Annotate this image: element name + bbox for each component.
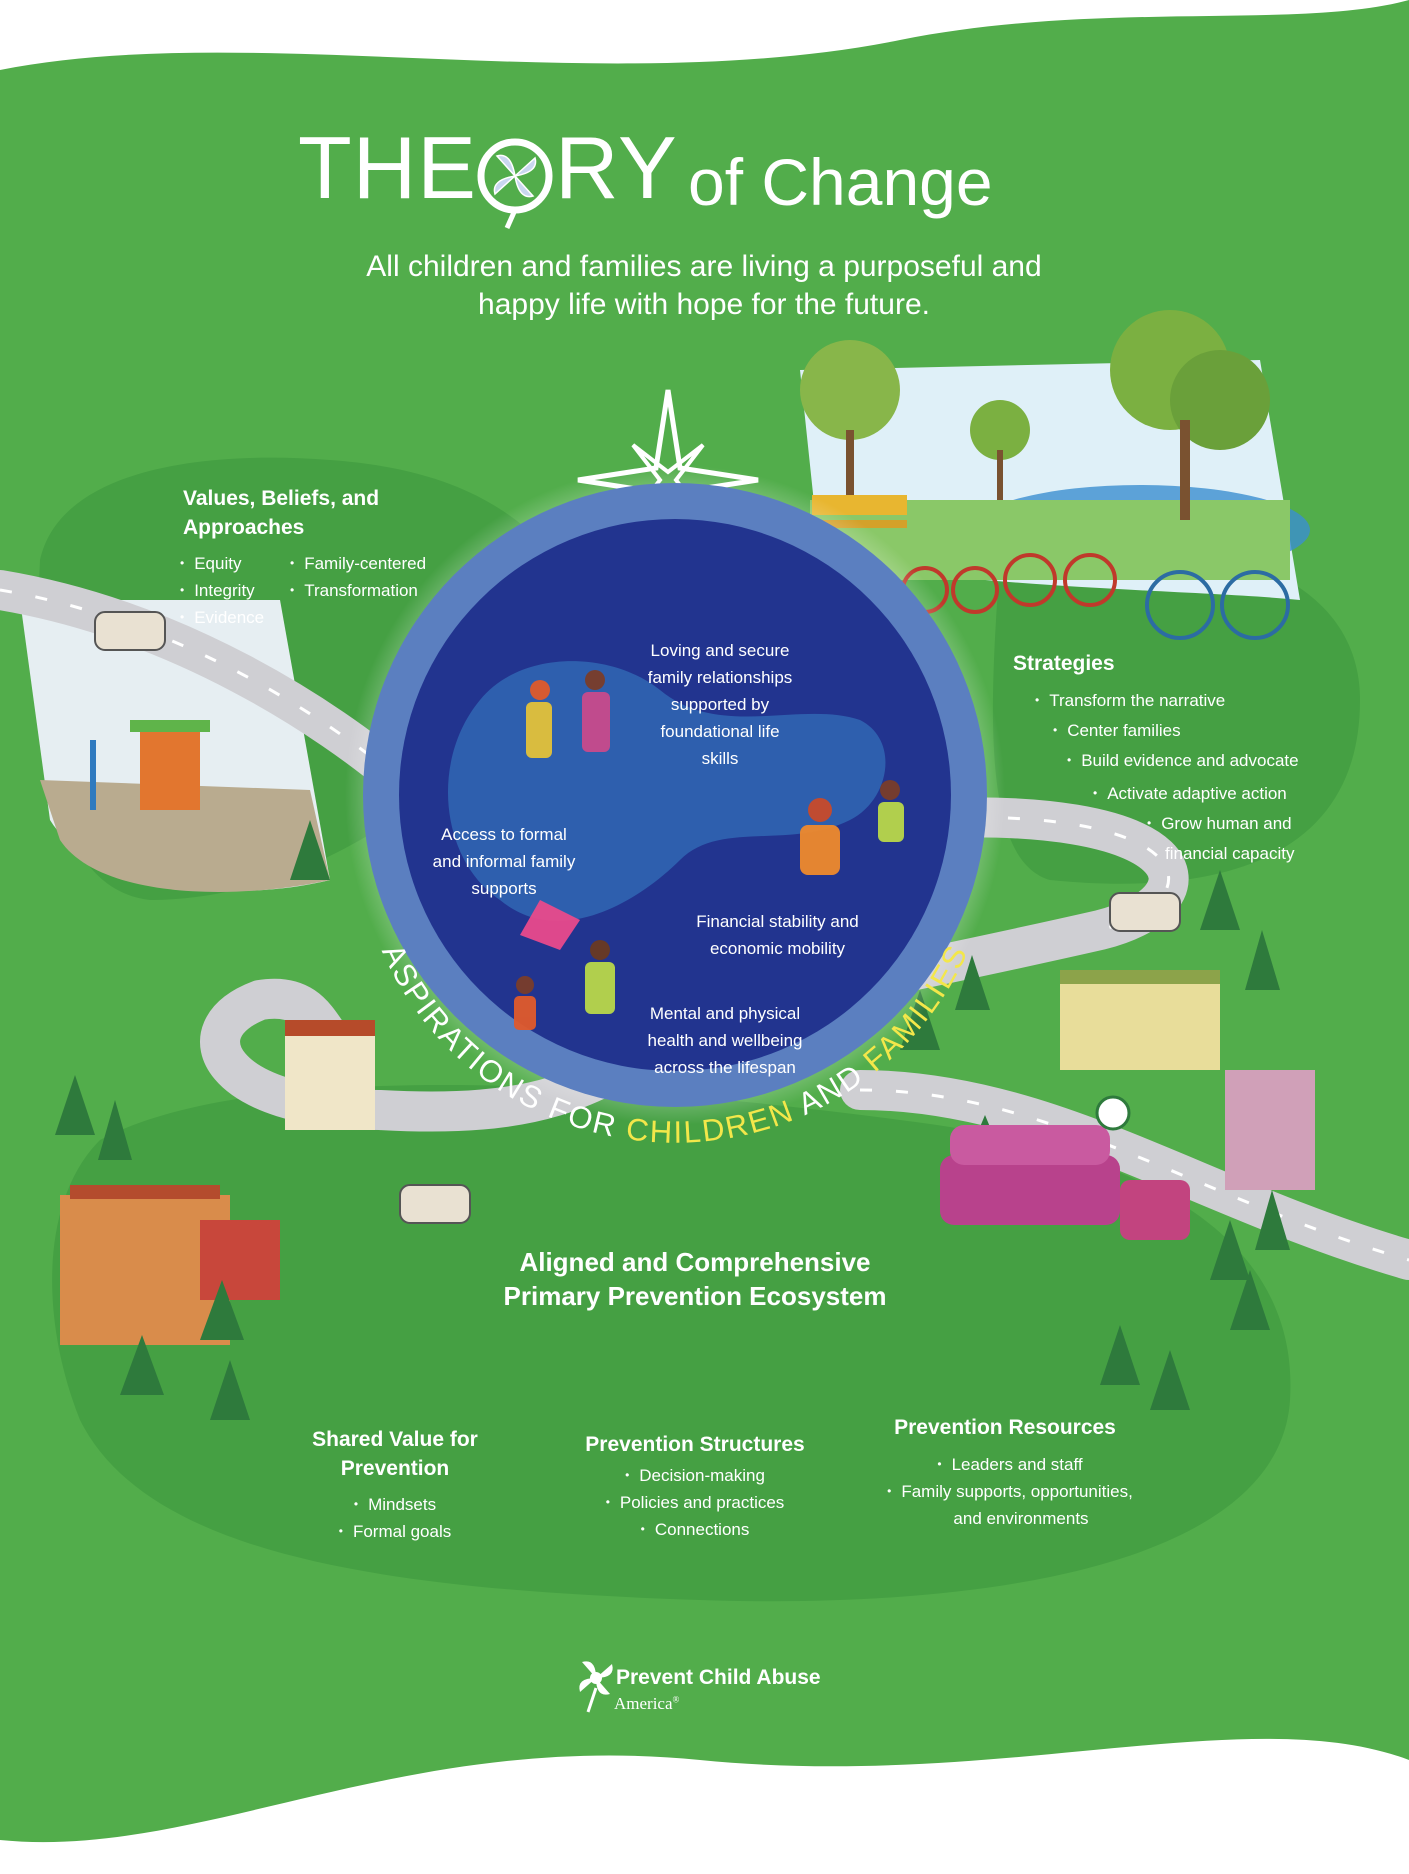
list-item: Policies and practices: [560, 1489, 830, 1516]
logo-subtext: America®: [614, 1694, 679, 1714]
list-item: Formal goals: [290, 1518, 500, 1545]
prevention-resources-list: Leaders and staff Family supports, oppor…: [860, 1451, 1160, 1505]
prevention-resources-item-cont: and environments: [953, 1509, 1089, 1528]
prevention-structures-list: Decision-making Policies and practices C…: [560, 1462, 830, 1543]
prevention-structures-heading: Prevention Structures: [585, 1433, 805, 1456]
aspiration-family-supports: Access to formal and informal family sup…: [414, 821, 594, 902]
heading-line: Shared Value for: [312, 1428, 478, 1451]
aspiration-family-relationships: Loving and secure family relationships s…: [620, 637, 820, 772]
title-part-the: THE: [298, 118, 477, 217]
values-list-2: Family-centered Transformation: [290, 550, 426, 604]
shared-value-heading: Shared Value for Prevention: [290, 1425, 500, 1483]
list-item: Build evidence and advocate: [1067, 747, 1298, 774]
tagline-line-2: happy life with hope for the future.: [478, 288, 930, 321]
aspiration-financial-stability: Financial stability and economic mobilit…: [670, 908, 885, 962]
text-line: economic mobility: [709, 939, 846, 958]
prevention-resources-heading: Prevention Resources: [894, 1416, 1116, 1439]
registered-mark: ®: [672, 1694, 680, 1705]
logo-text: Prevent Child Abuse: [616, 1666, 821, 1689]
title-part-of-change: of Change: [688, 145, 993, 219]
strategies-heading: Strategies: [1013, 652, 1115, 675]
ecosystem-heading: Aligned and Comprehensive Primary Preven…: [440, 1245, 950, 1313]
text-line: Loving and secure: [650, 641, 790, 660]
title-part-ry: RY: [555, 118, 678, 217]
list-item: Leaders and staff: [860, 1451, 1160, 1478]
aspiration-health-wellbeing: Mental and physical health and wellbeing…: [625, 1000, 825, 1081]
strategies-item-cont: financial capacity: [1165, 844, 1295, 863]
tagline: All children and families are living a p…: [254, 248, 1154, 324]
pinwheel-icon: [477, 138, 553, 230]
shared-value-list: Mindsets Formal goals: [290, 1491, 500, 1545]
text-line: supported by: [670, 695, 770, 714]
logo-pinwheel-icon: [579, 1661, 613, 1713]
values-heading-line-1: Values, Beliefs, and: [183, 487, 380, 510]
logo-subtext-word: America: [614, 1694, 673, 1713]
values-heading: Values, Beliefs, and Approaches: [183, 484, 379, 542]
list-item: Center families: [1053, 717, 1299, 744]
text-line: foundational life: [660, 722, 780, 741]
list-item: Transformation: [290, 577, 426, 604]
list-item: Connections: [560, 1516, 830, 1543]
text-line: Mental and physical: [649, 1004, 801, 1023]
list-item: Decision-making: [560, 1462, 830, 1489]
ecosystem-heading-line-1: Aligned and Comprehensive: [519, 1247, 871, 1277]
text-line: Access to formal: [441, 825, 567, 844]
title: THE RY of Change: [0, 118, 1409, 219]
list-item: Grow human and: [1147, 810, 1299, 837]
text-line: Financial stability and: [696, 912, 859, 931]
list-item: Family supports, opportunities,: [860, 1478, 1160, 1505]
text-line: supports: [471, 879, 537, 898]
text-line: and informal family: [432, 852, 576, 871]
text-line: skills: [701, 749, 739, 768]
values-heading-line-2: Approaches: [183, 516, 305, 539]
ecosystem-heading-line-2: Primary Prevention Ecosystem: [503, 1281, 887, 1311]
list-item: Activate adaptive action: [1093, 780, 1299, 807]
values-list-1: Equity Integrity Evidence: [180, 550, 264, 631]
list-item: Evidence: [180, 604, 264, 631]
text-line: across the lifespan: [654, 1058, 796, 1077]
list-item: Family-centered: [290, 550, 426, 577]
tagline-line-1: All children and families are living a p…: [366, 250, 1042, 283]
text-line: family relationships: [647, 668, 793, 687]
list-item: Equity: [180, 550, 264, 577]
text-line: health and wellbeing: [647, 1031, 803, 1050]
list-item: Transform the narrative: [1035, 687, 1299, 714]
list-item: Mindsets: [290, 1491, 500, 1518]
heading-line: Prevention: [340, 1457, 450, 1480]
strategies-list: Transform the narrative Center families …: [1035, 687, 1299, 837]
list-item: Integrity: [180, 577, 264, 604]
